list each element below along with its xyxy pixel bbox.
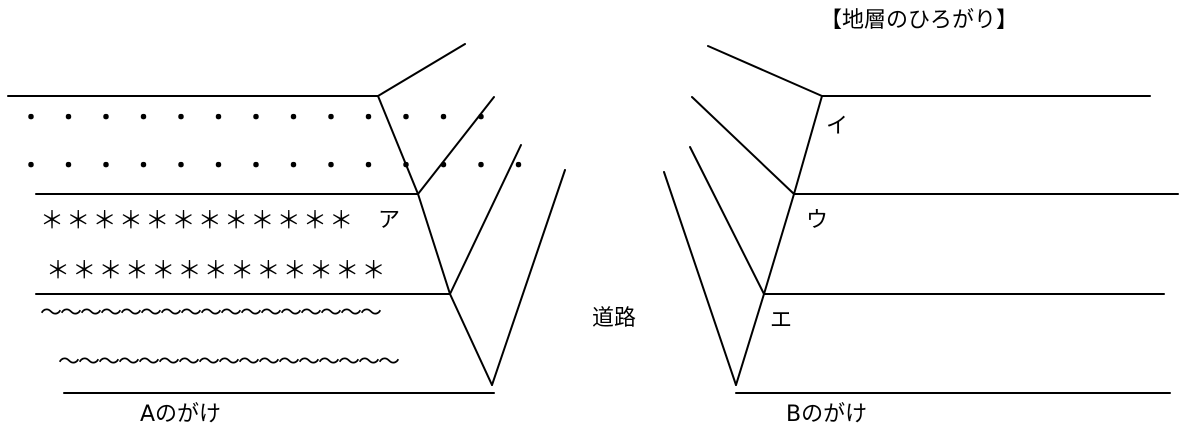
- label-i: イ: [826, 114, 849, 139]
- wave-layer-pattern-row-2: ～～～～～～～～～～～～～～～～～: [58, 350, 400, 375]
- cliff-a-slope: [377, 95, 493, 386]
- cliff-a-extension-4: [491, 169, 566, 386]
- sand-layer-pattern-row-1: ・・・・・・・・・・・・・: [20, 106, 508, 131]
- cliff-b-extension-1: [707, 45, 823, 97]
- label-a: ア: [378, 208, 401, 233]
- cliff-b-caption: Bのがけ: [786, 402, 868, 427]
- cliff-a-extension-3: [449, 144, 522, 295]
- cliff-a-caption: Aのがけ: [140, 402, 222, 427]
- cliff-b-extension-4: [663, 171, 737, 386]
- cliff-b-slope: [735, 95, 823, 386]
- label-e: エ: [770, 308, 793, 333]
- cliff-a-extension-1: [377, 43, 466, 97]
- wave-layer-pattern-row-1: ～～～～～～～～～～～～～～～～～: [40, 301, 382, 326]
- cliff-b-extension-2: [691, 96, 795, 195]
- road-label: 道路: [592, 306, 637, 331]
- cliff-b-extension-3: [689, 146, 765, 295]
- diagram-title: 【地層のひろがり】: [820, 8, 1019, 33]
- asterisk-layer-pattern-row-1: ＊＊＊＊＊＊＊＊＊＊＊＊: [40, 206, 356, 234]
- cliff-a-extension-2: [417, 96, 495, 195]
- sand-layer-pattern-row-2: ・・・・・・・・・・・・・・: [20, 154, 546, 179]
- label-u: ウ: [806, 208, 829, 233]
- asterisk-layer-pattern-row-2: ＊＊＊＊＊＊＊＊＊＊＊＊＊: [46, 256, 388, 284]
